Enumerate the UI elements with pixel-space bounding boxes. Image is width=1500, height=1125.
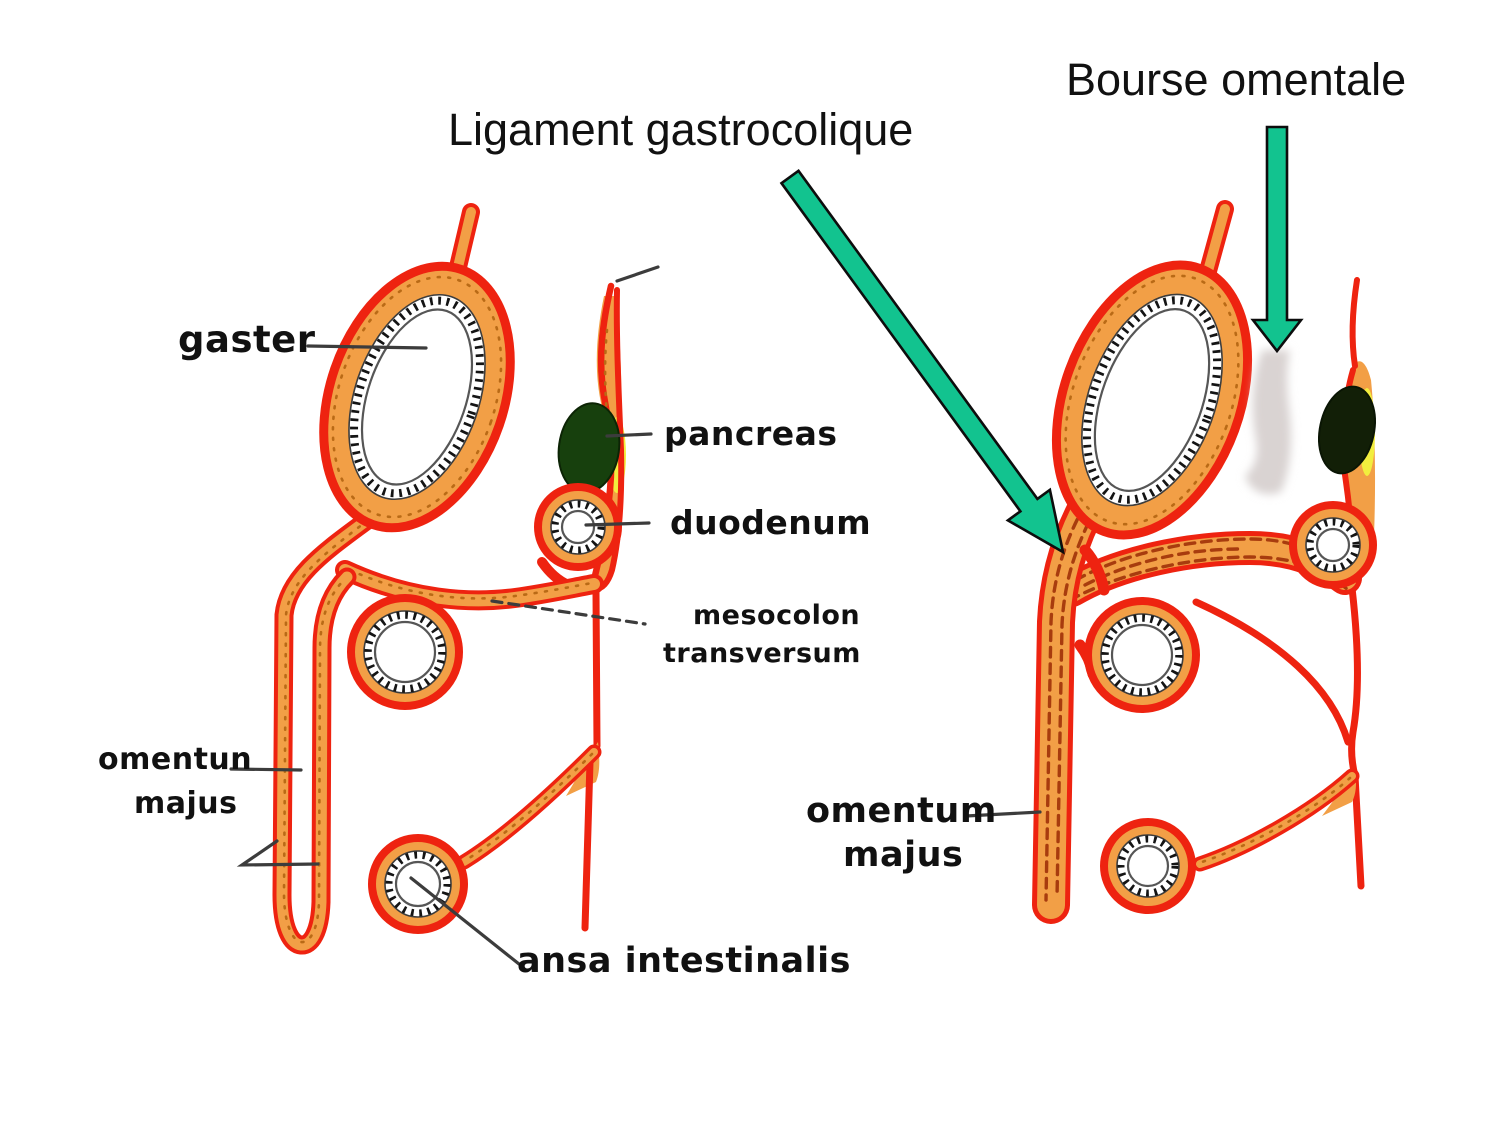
label-duodenum: duodenum [670, 503, 872, 542]
duodenum-left [534, 483, 622, 571]
posterior-wall-left [537, 282, 626, 932]
mesocolon-pointer-line [490, 599, 647, 626]
label-omentum-majus-left-line2: majus [134, 786, 238, 821]
pancreas-right [1318, 385, 1376, 475]
omentum-majus-loop [272, 508, 380, 955]
label-omentum-majus-right-line1: omentum [806, 791, 997, 831]
omentum-pointer-line [229, 767, 303, 772]
label-ansa-intestinalis: ansa intestinalis [517, 941, 851, 981]
ansa-intestinalis-right [1100, 818, 1196, 914]
duodenum-right [1289, 501, 1377, 589]
label-ligament-gastrocolique: Ligament gastrocolique [448, 104, 914, 155]
gaster-pointer-line [306, 344, 428, 350]
mesentery-right [1192, 768, 1360, 872]
label-omentum-majus-left-line1: omentun [98, 742, 253, 777]
label-mesocolon-line1: mesocolon [693, 600, 861, 631]
right-diagram [964, 200, 1377, 924]
omentum-fold-pointer [236, 839, 320, 867]
label-bourse-omentale: Bourse omentale [1066, 54, 1407, 105]
fused-omentum-majus-band [1032, 483, 1110, 924]
label-omentum-majus-right-line2: majus [843, 835, 964, 875]
transverse-colon-right [1084, 597, 1200, 713]
duodenum-pointer-line [584, 521, 651, 527]
bursa-slit-upper [1079, 544, 1110, 596]
mesentery-left [456, 744, 602, 870]
label-pancreas: pancreas [664, 414, 838, 453]
ansa-pointer-line [409, 876, 521, 966]
gaster-stomach-right [1051, 260, 1253, 540]
ligament-gastrocolique-arrow-icon [779, 168, 1065, 555]
bourse-omentale-arrow-icon [1250, 125, 1304, 354]
pointer-lines-left [229, 265, 660, 966]
mesocolon-band-left [335, 560, 604, 611]
transverse-colon-left [347, 594, 463, 710]
label-gaster: gaster [178, 318, 316, 361]
left-diagram [229, 203, 660, 966]
gaster-stomach-left [319, 261, 515, 533]
pancreas-pointer-line [605, 432, 653, 438]
omentum-majus-pointer-right [964, 810, 1042, 818]
label-mesocolon-line2: transversum [663, 638, 861, 669]
esophagus-right [1199, 200, 1234, 280]
omental-bursa-shadow [1245, 350, 1291, 495]
wall-top-pointer-line [615, 265, 660, 283]
